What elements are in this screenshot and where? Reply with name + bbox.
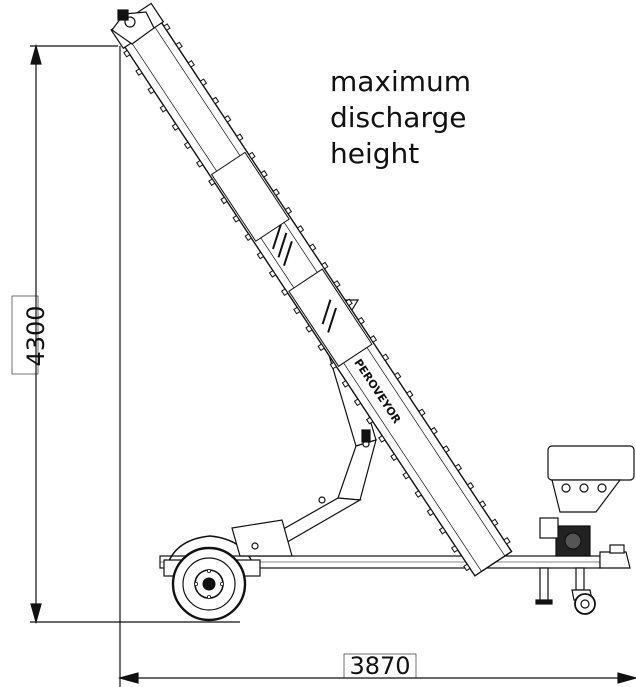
belt-cleat [406,390,414,398]
belt-cleat [393,371,402,380]
discharge-head [111,9,155,45]
belt-cleat [187,59,195,68]
belt-cleat [293,306,301,315]
belt-cleat [171,123,180,131]
belt-cleat [357,316,365,325]
belt-cleat [341,380,350,388]
belt-cleat [123,49,131,58]
belt-cleat [305,324,313,333]
caption-line-1: maximum [330,65,472,98]
caster-wheel [571,567,596,615]
belt-cleat [418,408,426,417]
caption-line-3: height [330,137,420,170]
belt-cleat [353,398,362,407]
max-discharge-height-caption: maximum discharge height [330,64,471,172]
belt-cleat [199,78,208,87]
belt-cleat [147,86,155,95]
belt-cleat [248,151,256,160]
belt-cleat [442,445,450,454]
length-label-box [343,653,417,679]
belt-cleat [272,188,280,197]
belt-cleat [426,508,435,517]
belt-cleat [296,225,305,233]
belt-cleat [236,133,244,142]
feed-hopper [547,445,635,513]
belt-cleat [175,41,183,50]
belt-cleat [466,481,475,490]
belt-cleat [159,104,168,113]
caption-line-2: discharge [330,101,467,134]
belt-cleat [381,353,390,362]
belt-cleat [454,463,463,472]
belt-cleat [369,335,378,343]
belt-cleat [232,214,240,223]
belt-cleat [503,536,511,545]
height-label-box [11,295,39,375]
belt-cleat [378,435,386,443]
belt-cleat [365,416,374,425]
belt-cleat [414,490,423,498]
belt-cleat [220,196,228,205]
belt-cleat [211,96,220,105]
belt-cleat [390,453,398,462]
belt-cleat [321,261,329,270]
drive-motor [539,517,591,557]
belt-cleat [333,280,341,288]
belt-cleat [463,563,471,572]
belt-cleat [268,269,277,278]
height-dimension [30,43,240,625]
belt-cleat [163,23,171,32]
belt-cleat [308,243,317,252]
belt-cleat [223,115,232,123]
length-dimension-label: 3870 [349,652,410,680]
belt-cleat [450,545,459,553]
belt-cleat [491,518,499,527]
belt-cleat [183,141,192,150]
belt-cleat [430,426,438,435]
belt-cleat [402,471,410,480]
belt-cleat [135,68,143,76]
belt-cleat [260,170,268,178]
belt-cleat [256,251,265,260]
belt-cleat [478,500,487,509]
belt-cleat [329,361,338,370]
height-dimension-label: 4300 [22,305,50,366]
belt-cleat [280,288,289,297]
main-wheel [163,535,261,622]
belt-cleat [208,178,216,186]
belt-cleat [345,298,353,307]
belt-cleat [244,233,253,242]
belt-cleat [438,526,447,535]
belt-cleat [317,343,325,352]
belt-cleat [196,159,204,168]
belt-cleat [284,206,293,215]
